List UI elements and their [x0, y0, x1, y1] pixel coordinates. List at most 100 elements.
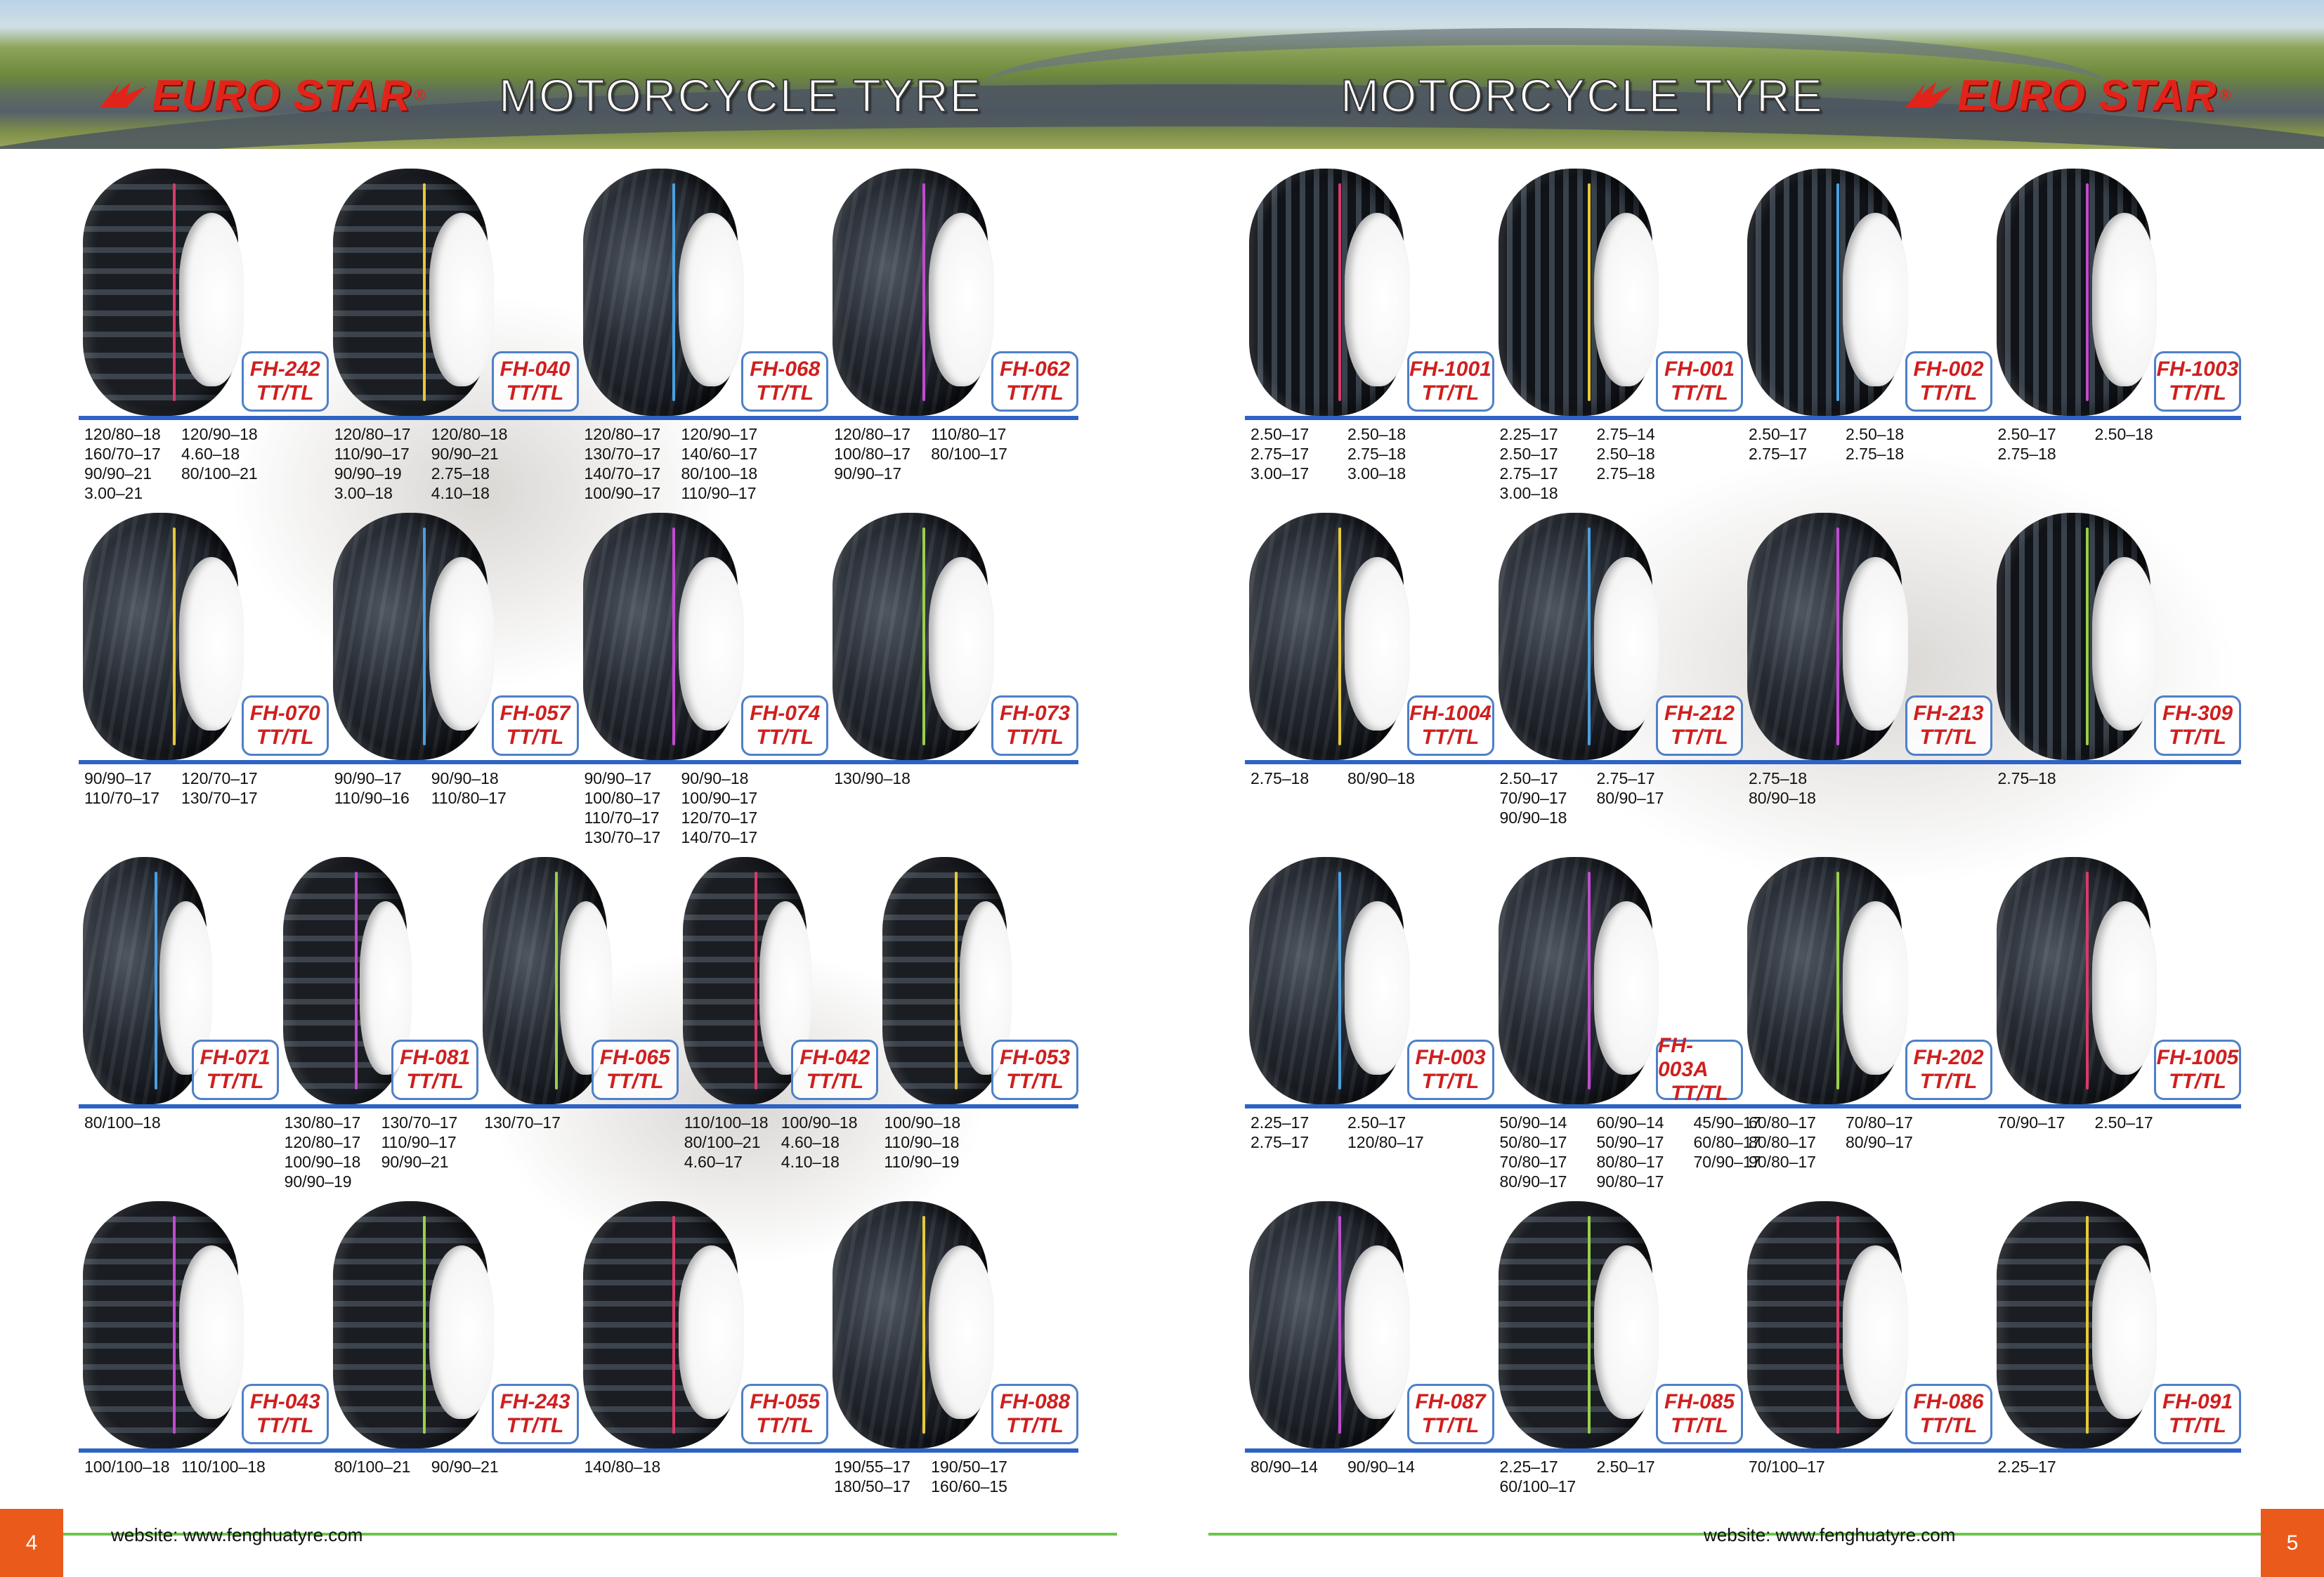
tyre-size-list: 2.75–18 — [1251, 768, 1309, 788]
tube-type: TT/TL — [1671, 726, 1728, 749]
tyre-size: 100/90–18 — [884, 1113, 961, 1132]
model-code: FH-087 — [1415, 1390, 1486, 1413]
tyre-size: 4.10–18 — [781, 1153, 840, 1171]
tyre-size: 90/90–17 — [584, 769, 652, 787]
model-code: FH-071 — [200, 1046, 270, 1069]
tube-type: TT/TL — [1421, 726, 1480, 749]
tyre-size: 2.75–18 — [1347, 445, 1406, 463]
tyre-size: 2.75–18 — [1251, 769, 1310, 787]
tyre-size: 120/80–18 — [84, 425, 161, 443]
model-code: FH-062 — [999, 358, 1071, 381]
tyre-rim-opening — [1345, 213, 1410, 386]
tyre-size: 120/80–17 — [834, 425, 910, 443]
model-code: FH-042 — [799, 1046, 870, 1069]
registered-mark: ® — [2219, 86, 2232, 104]
tyre-size: 2.75–18 — [1846, 445, 1905, 463]
tube-type: TT/TL — [1006, 381, 1064, 405]
website-text-right[interactable]: website: www.fenghuatyre.com — [1704, 1524, 1956, 1545]
tyre-size: 90/90–21 — [431, 1458, 499, 1476]
tyre-size: 80/90–18 — [1347, 769, 1415, 787]
row-divider — [1245, 1104, 2241, 1108]
tyre-size: 80/90–17 — [1499, 1172, 1567, 1191]
page-number-right: 5 — [2261, 1509, 2324, 1577]
tyre-size: 60/90–14 — [1596, 1113, 1664, 1132]
tube-type: TT/TL — [756, 381, 814, 405]
tyre-size: 120/90–18 — [181, 425, 258, 443]
website-text-left[interactable]: website: www.fenghuatyre.com — [111, 1524, 363, 1545]
tyre-stripe — [672, 1216, 676, 1434]
tyre-size: 2.50–18 — [1596, 445, 1655, 463]
tyre-stripe — [422, 528, 426, 745]
tyre-rim-opening — [2091, 213, 2157, 386]
tyre-stripe — [1338, 1216, 1342, 1434]
tyre-rim-opening — [429, 213, 495, 386]
tyre-size: 90/90–18 — [681, 769, 749, 787]
tube-type: TT/TL — [756, 1414, 814, 1437]
model-code: FH-1001 — [1409, 358, 1491, 381]
tyre-size-list: 70/100–17 — [1749, 1457, 1825, 1477]
tyre-size: 120/80–17 — [334, 425, 411, 443]
row-divider — [79, 416, 1078, 420]
tyre-size: 2.75–18 — [1997, 445, 2056, 463]
tyre-size: 2.50–17 — [1596, 1458, 1655, 1476]
tyre-stripe — [1587, 872, 1591, 1089]
tube-type: TT/TL — [606, 1070, 664, 1093]
tyre-size: 120/80–17 — [284, 1133, 361, 1151]
tyre-size: 110/90–17 — [334, 445, 410, 463]
model-code: FH-055 — [750, 1390, 821, 1413]
tyre-size: 70/100–17 — [1749, 1458, 1825, 1476]
tyre-size-list: 100/100–18 — [84, 1457, 170, 1477]
tube-type: TT/TL — [1919, 1414, 1978, 1437]
brand-logo-left: EURO STAR® — [98, 67, 426, 124]
tyre-size: 90/90–17 — [834, 464, 902, 483]
row-divider — [79, 1104, 1078, 1108]
tyre-size: 110/70–17 — [584, 809, 660, 827]
tyre-rim-opening — [429, 557, 495, 731]
tyre-size: 4.60–18 — [181, 445, 240, 463]
tyre-size: 100/90–18 — [781, 1113, 858, 1132]
tube-type: TT/TL — [2169, 1070, 2226, 1093]
model-code: FH-309 — [2162, 702, 2233, 725]
tyre-size: 160/60–15 — [931, 1477, 1007, 1496]
tyre-size: 130/70–17 — [584, 828, 661, 846]
tube-type: TT/TL — [506, 726, 564, 749]
tyre-size: 130/80–17 — [284, 1113, 361, 1132]
tyre-size: 4.60–18 — [781, 1133, 840, 1151]
tyre-size: 80/100–17 — [931, 445, 1007, 463]
tyre-size: 50/90–17 — [1596, 1133, 1664, 1151]
tyre-size: 2.75–18 — [1997, 769, 2056, 787]
tyre-stripe — [672, 183, 676, 401]
tyre-size: 110/90–18 — [884, 1133, 960, 1151]
tube-type: TT/TL — [1919, 381, 1978, 405]
model-code: FH-1004 — [1409, 702, 1491, 725]
registered-mark: ® — [414, 86, 426, 104]
tyre-size: 80/90–18 — [1749, 789, 1816, 807]
tyre-size: 2.50–17 — [2094, 1113, 2153, 1132]
tyre-stripe — [1338, 872, 1342, 1089]
tyre-size-list: 2.50–17 — [1597, 1457, 1655, 1477]
model-code: FH-243 — [500, 1390, 570, 1413]
tyre-rim-opening — [929, 213, 994, 386]
tyre-size: 3.00–21 — [84, 484, 143, 502]
